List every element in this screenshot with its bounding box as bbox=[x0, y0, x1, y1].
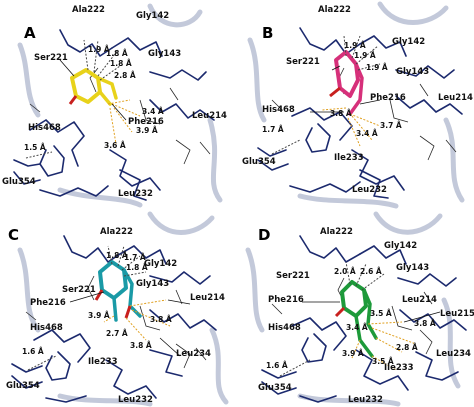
panel-a: A Ala222 Gly142 Ser221 Gly143 Phe216 Leu… bbox=[2, 3, 227, 208]
residue-label: His468 bbox=[268, 323, 301, 333]
distance-label: 2.8 Å bbox=[114, 71, 136, 80]
panel-c-label: C bbox=[8, 226, 19, 244]
residue-label: Ser221 bbox=[34, 53, 68, 63]
residue-label: Ser221 bbox=[62, 285, 96, 295]
distance-label: 3.7 Å bbox=[380, 121, 402, 130]
distance-label: 3.6 Å bbox=[104, 141, 126, 150]
distance-label: 3.8 Å bbox=[330, 109, 352, 118]
residue-label: Leu232 bbox=[118, 189, 153, 199]
residue-label: Leu234 bbox=[436, 349, 471, 359]
residue-label: Leu214 bbox=[190, 293, 225, 303]
residue-label: Gly143 bbox=[396, 263, 429, 273]
residue-label: Ile233 bbox=[384, 363, 414, 373]
residue-label: Ala222 bbox=[100, 227, 133, 237]
residue-label: Ser221 bbox=[276, 271, 310, 281]
distance-label: 1.9 Å bbox=[354, 51, 376, 60]
residue-label: Leu232 bbox=[118, 395, 153, 405]
distance-label: 2.8 Å bbox=[396, 343, 418, 352]
residue-label: Ser221 bbox=[286, 57, 320, 67]
ligand-ring bbox=[98, 260, 128, 300]
distance-label: 3.9 Å bbox=[136, 126, 158, 135]
panel-d-label: D bbox=[258, 226, 270, 244]
residue-label: Leu214 bbox=[438, 93, 473, 103]
distance-label: 1.9 Å bbox=[88, 45, 110, 54]
residue-label: Glu354 bbox=[6, 381, 40, 391]
distance-label: 1.8 Å bbox=[106, 49, 128, 58]
residue-label: His468 bbox=[30, 323, 63, 333]
residue-label: Leu234 bbox=[176, 349, 211, 359]
distance-label: 2.0 Å bbox=[334, 267, 356, 276]
distance-label: 1.6 Å bbox=[22, 347, 44, 356]
distance-label: 1.8 Å bbox=[106, 251, 128, 260]
residue-label: Leu215 bbox=[440, 309, 474, 319]
distance-label: 1.8 Å bbox=[110, 59, 132, 68]
distance-label: 3.5 Å bbox=[372, 357, 394, 366]
distance-label: 3.8 Å bbox=[150, 315, 172, 324]
distance-label: 3.4 Å bbox=[356, 129, 378, 138]
distance-label: 3.9 Å bbox=[342, 349, 364, 358]
residue-label: Ala222 bbox=[318, 5, 351, 15]
residue-label: Leu214 bbox=[402, 295, 437, 305]
panel-b: B Ala222 Gly142 Ser221 Gly143 His468 Phe… bbox=[242, 1, 473, 209]
distance-label: 3.9 Å bbox=[88, 311, 110, 320]
distance-label: 3.4 Å bbox=[346, 323, 368, 332]
residue-label: Phe216 bbox=[370, 93, 406, 103]
residue-label: Gly143 bbox=[396, 67, 429, 77]
residue-label: Ala222 bbox=[320, 227, 353, 237]
residue-label: Glu354 bbox=[242, 157, 276, 167]
distance-label: 3.8 Å bbox=[414, 319, 436, 328]
residue-label: Gly142 bbox=[144, 259, 177, 269]
residue-label: Leu232 bbox=[352, 185, 387, 195]
ligand-ring bbox=[340, 280, 368, 318]
panel-c: C Ala222 Gly142 Ser221 Gly143 Phe216 Leu… bbox=[6, 211, 229, 407]
distance-label: 1.6 Å bbox=[266, 361, 288, 370]
residue-label: Gly142 bbox=[384, 241, 417, 251]
distance-label: 3.4 Å bbox=[142, 107, 164, 116]
residue-label: Glu354 bbox=[2, 177, 36, 187]
residue-label: Gly142 bbox=[392, 37, 425, 47]
distance-label: 1.9 Å bbox=[344, 41, 366, 50]
panel-a-label: A bbox=[24, 24, 36, 42]
distance-label: 2.6 Å bbox=[360, 267, 382, 276]
residue-label: Leu214 bbox=[192, 111, 227, 121]
residue-label: His468 bbox=[28, 123, 61, 133]
residue-label: Gly143 bbox=[136, 279, 169, 289]
residue-label: Phe216 bbox=[30, 298, 66, 308]
distance-label: 3.8 Å bbox=[130, 341, 152, 350]
residue-label: Phe216 bbox=[268, 295, 304, 305]
distance-label: 3.5 Å bbox=[370, 309, 392, 318]
distance-label: 1.7 Å bbox=[124, 253, 146, 262]
distance-label: 1.8 Å bbox=[126, 263, 148, 272]
residue-label: Gly143 bbox=[148, 49, 181, 59]
residue-label: His468 bbox=[262, 105, 295, 115]
residue-label: Glu354 bbox=[258, 383, 292, 393]
residue-label: Ile233 bbox=[88, 357, 118, 367]
residue-label: Ala222 bbox=[72, 5, 105, 15]
residue-label: Gly142 bbox=[136, 11, 169, 21]
distance-label: 1.7 Å bbox=[262, 125, 284, 134]
panel-b-label: B bbox=[262, 24, 273, 42]
residue-label: Phe216 bbox=[128, 117, 164, 127]
distance-label: 2.7 Å bbox=[106, 329, 128, 338]
panel-d: D Ala222 Gly142 Ser221 Gly143 Phe216 Leu… bbox=[245, 211, 474, 407]
distance-label: 1.5 Å bbox=[24, 143, 46, 152]
residue-label: Ile233 bbox=[334, 153, 364, 163]
distance-label: 1.9 Å bbox=[366, 63, 388, 72]
residue-label: Leu232 bbox=[348, 395, 383, 405]
